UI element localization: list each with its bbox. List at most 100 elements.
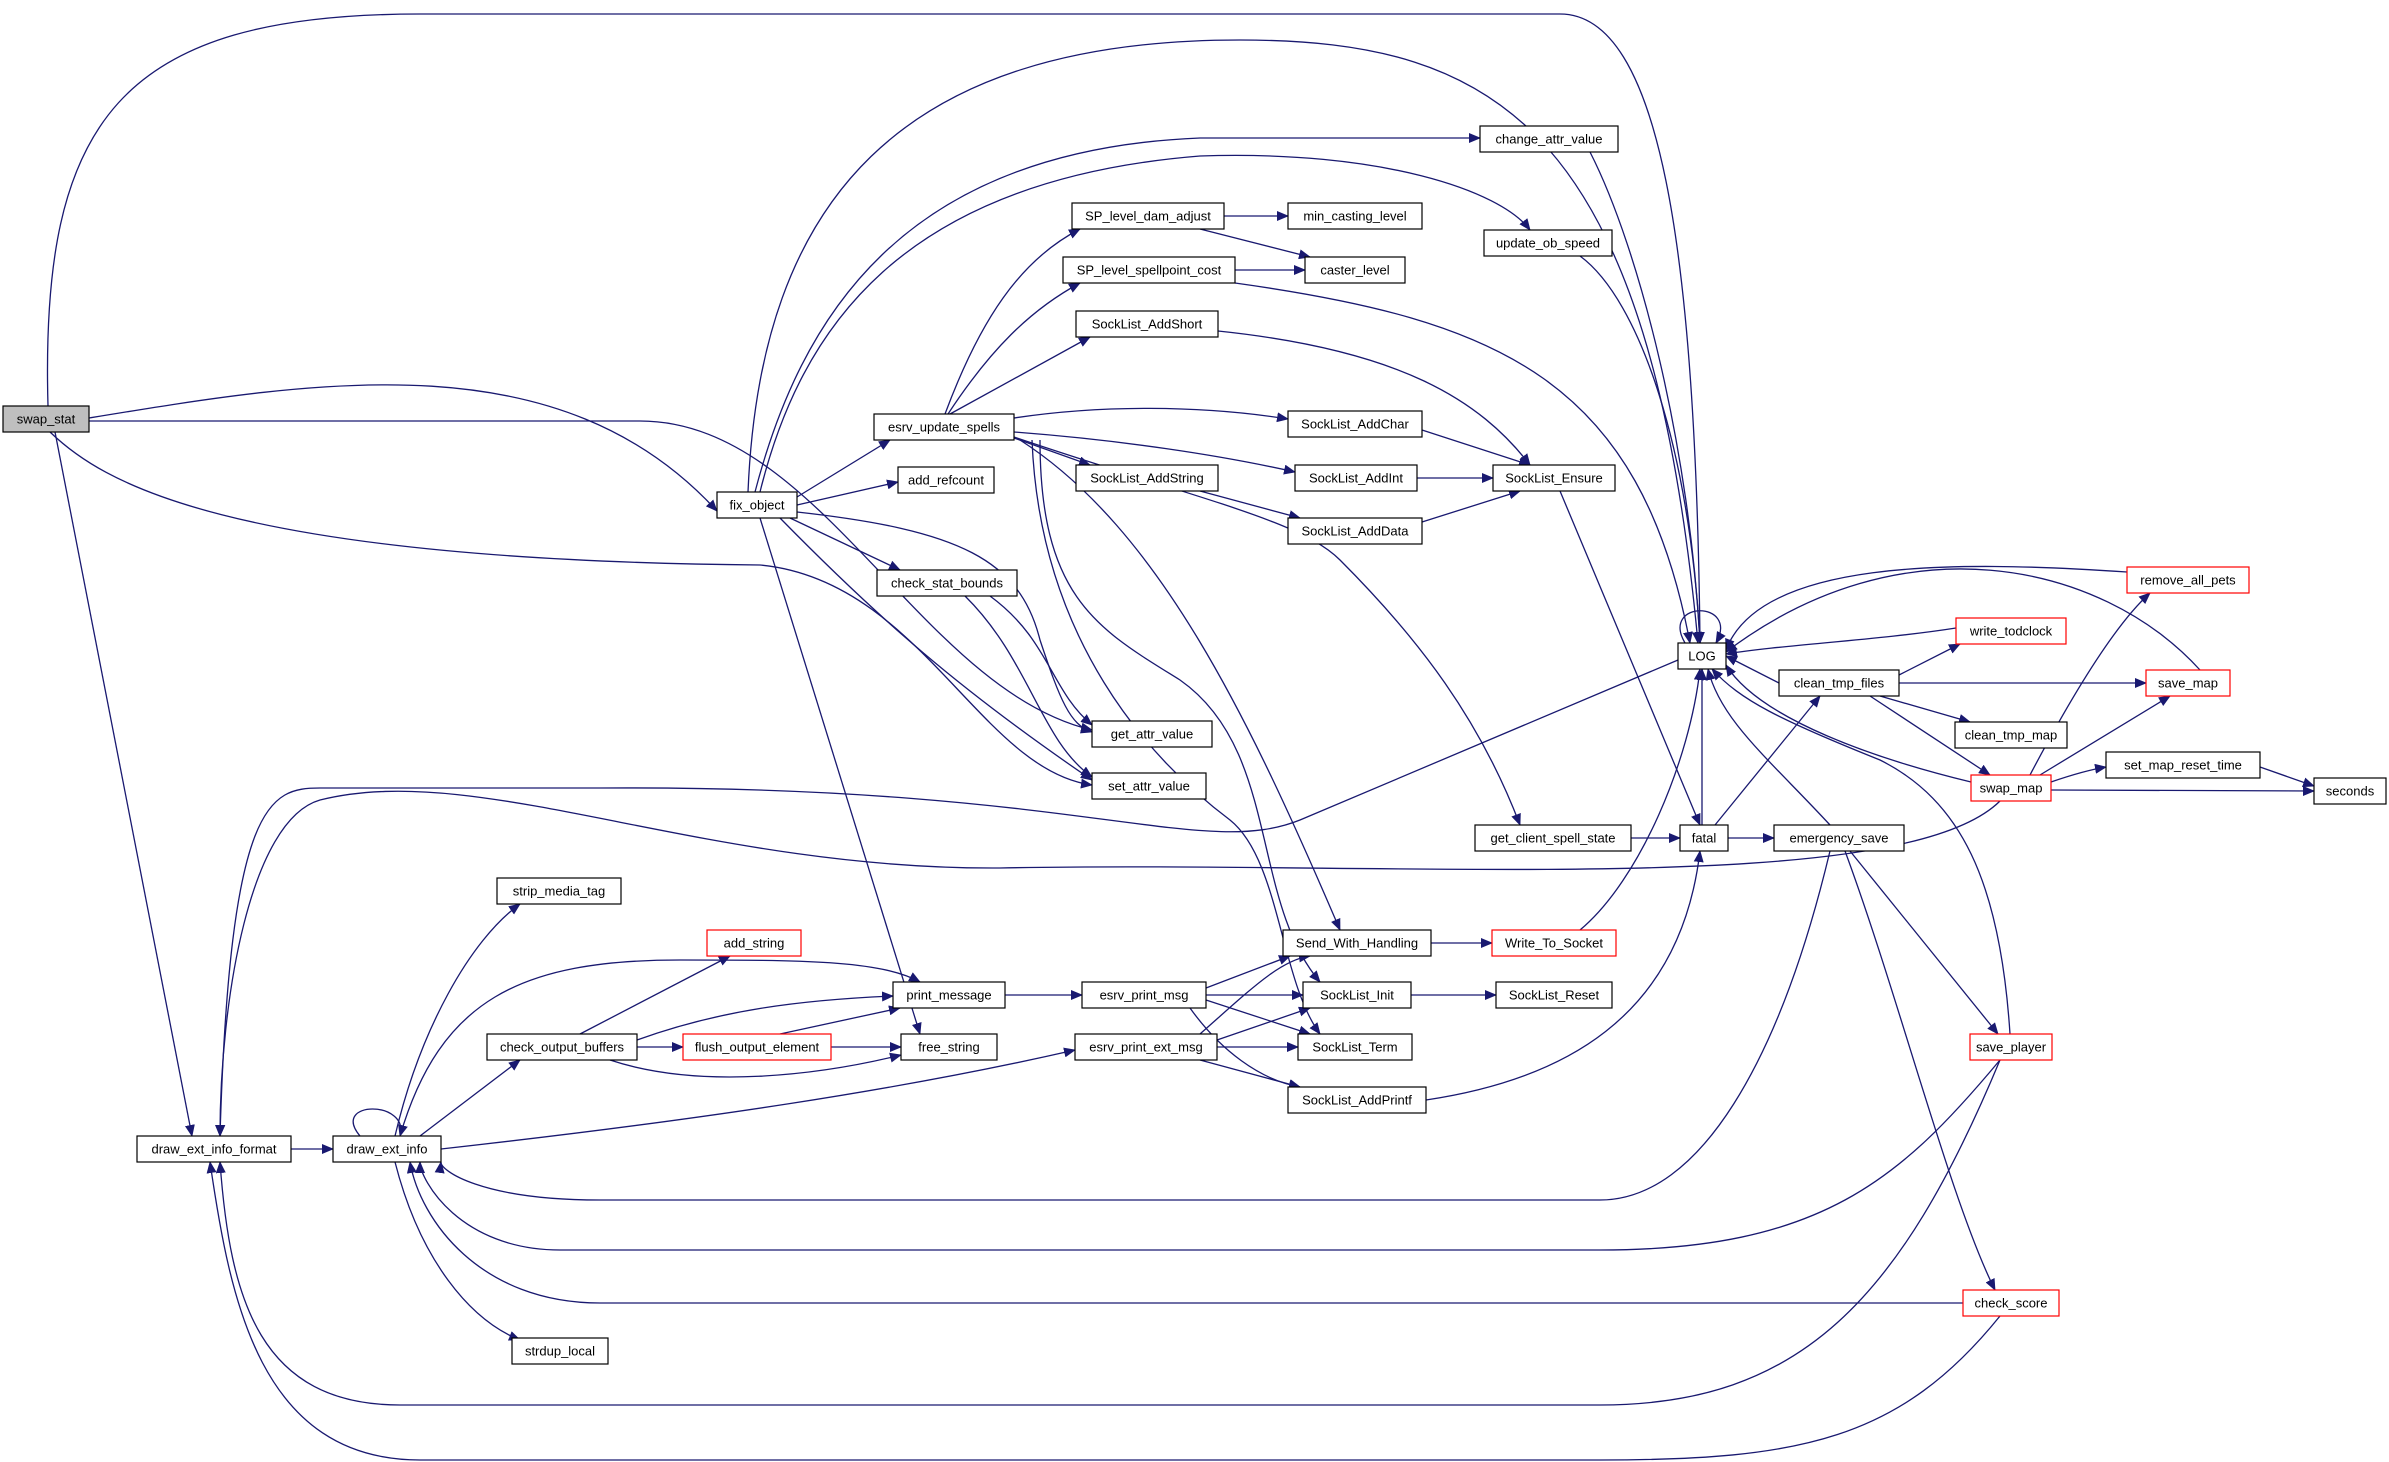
node-draw_ext_info[interactable]: draw_ext_info [332, 1135, 442, 1163]
node-save_player[interactable]: save_player [1969, 1033, 2053, 1061]
node-SockList_AddInt[interactable]: SockList_AddInt [1294, 464, 1418, 492]
node-label: flush_output_element [695, 1040, 820, 1055]
edge-LOG-to-LOG [1679, 610, 1726, 644]
node-label: swap_map [1980, 781, 2043, 796]
node-esrv_print_msg[interactable]: esrv_print_msg [1081, 981, 1207, 1009]
node-SP_level_dam_adjust[interactable]: SP_level_dam_adjust [1071, 202, 1225, 230]
edge-esrv_print_msg-to-Send_With_Handling [1205, 955, 1291, 989]
node-SockList_Term[interactable]: SockList_Term [1297, 1033, 1413, 1061]
node-label: fatal [1692, 831, 1717, 846]
node-box [1495, 981, 1613, 1009]
node-label: update_ob_speed [1496, 236, 1600, 251]
edge-emergency_save-to-LOG [1705, 668, 1831, 826]
edge-save_player-to-draw_ext_info [415, 1059, 2001, 1251]
node-label: check_stat_bounds [891, 576, 1004, 591]
edge-esrv_print_ext_msg-to-Send_With_Handling [1199, 952, 1311, 1035]
node-check_output_buffers[interactable]: check_output_buffers [486, 1033, 638, 1061]
node-SockList_AddData[interactable]: SockList_AddData [1287, 517, 1423, 545]
node-print_message[interactable]: print_message [892, 981, 1006, 1009]
node-check_score[interactable]: check_score [1962, 1289, 2060, 1317]
node-SockList_AddString[interactable]: SockList_AddString [1075, 464, 1219, 492]
edge-draw_ext_info-to-draw_ext_info [352, 1108, 408, 1137]
node-draw_ext_info_format[interactable]: draw_ext_info_format [136, 1135, 292, 1163]
edge-SockList_AddChar-to-SockList_Ensure [1421, 429, 1531, 467]
edge-SockList_AddData-to-SockList_Ensure [1421, 489, 1521, 523]
node-save_map[interactable]: save_map [2145, 669, 2231, 697]
edge-fix_object-to-get_attr_value [796, 511, 1093, 734]
node-box [1778, 669, 1900, 697]
node-emergency_save[interactable]: emergency_save [1773, 824, 1905, 852]
node-fatal[interactable]: fatal [1679, 824, 1729, 852]
node-label: Send_With_Handling [1296, 936, 1418, 951]
node-SockList_AddChar[interactable]: SockList_AddChar [1287, 410, 1423, 438]
node-update_ob_speed[interactable]: update_ob_speed [1483, 229, 1613, 257]
edge-check_score-to-draw_ext_info_format [206, 1161, 2001, 1461]
node-caster_level[interactable]: caster_level [1304, 256, 1406, 284]
node-min_casting_level[interactable]: min_casting_level [1287, 202, 1423, 230]
node-label: SockList_AddChar [1301, 417, 1409, 432]
node-add_refcount[interactable]: add_refcount [897, 466, 995, 494]
node-Write_To_Socket[interactable]: Write_To_Socket [1491, 929, 1617, 957]
node-flush_output_element[interactable]: flush_output_element [682, 1033, 832, 1061]
node-clean_tmp_map[interactable]: clean_tmp_map [1954, 721, 2068, 749]
edge-set_map_reset_time-to-seconds [2259, 766, 2315, 788]
node-write_todclock[interactable]: write_todclock [1955, 617, 2067, 645]
node-box [1062, 256, 1236, 284]
node-label: get_client_spell_state [1490, 831, 1615, 846]
node-label: emergency_save [1790, 831, 1889, 846]
edge-emergency_save-to-draw_ext_info [434, 850, 1831, 1201]
node-free_string[interactable]: free_string [900, 1033, 998, 1061]
node-set_map_reset_time[interactable]: set_map_reset_time [2105, 751, 2261, 779]
edge-esrv_update_spells-to-SP_level_dam_adjust [944, 228, 1081, 415]
node-box [1287, 202, 1423, 230]
node-SockList_AddPrintf[interactable]: SockList_AddPrintf [1287, 1086, 1427, 1114]
node-label: esrv_print_ext_msg [1089, 1040, 1202, 1055]
edge-draw_ext_info-to-strip_media_tag [394, 903, 521, 1137]
node-label: change_attr_value [1496, 132, 1603, 147]
node-get_attr_value[interactable]: get_attr_value [1091, 720, 1213, 748]
node-box [1074, 1033, 1218, 1061]
node-get_client_spell_state[interactable]: get_client_spell_state [1474, 824, 1632, 852]
node-seconds[interactable]: seconds [2313, 777, 2387, 805]
edge-check_output_buffers-to-print_message [636, 991, 894, 1041]
node-clean_tmp_files[interactable]: clean_tmp_files [1778, 669, 1900, 697]
node-box [1492, 464, 1616, 492]
edge-SP_level_spellpoint_cost-to-LOG [1234, 282, 1693, 644]
node-SockList_Reset[interactable]: SockList_Reset [1495, 981, 1613, 1009]
node-box [900, 1033, 998, 1061]
node-box [2126, 566, 2250, 594]
node-SockList_AddShort[interactable]: SockList_AddShort [1075, 310, 1219, 338]
edge-swap_stat-to-draw_ext_info_format [54, 431, 195, 1137]
node-strip_media_tag[interactable]: strip_media_tag [496, 877, 622, 905]
node-label: LOG [1688, 649, 1715, 664]
node-swap_stat[interactable]: swap_stat [2, 405, 90, 433]
node-swap_map[interactable]: swap_map [1970, 774, 2052, 802]
node-LOG[interactable]: LOG [1677, 642, 1727, 670]
node-SockList_Ensure[interactable]: SockList_Ensure [1492, 464, 1616, 492]
node-label: SockList_Init [1320, 988, 1394, 1003]
edge-fix_object-to-change_attr_value [754, 133, 1481, 493]
node-box [706, 929, 802, 957]
node-box [892, 981, 1006, 1009]
node-add_string[interactable]: add_string [706, 929, 802, 957]
node-Send_With_Handling[interactable]: Send_With_Handling [1282, 929, 1432, 957]
edge-SockList_AddShort-to-SockList_Ensure [1217, 330, 1531, 466]
node-set_attr_value[interactable]: set_attr_value [1091, 772, 1207, 800]
node-label: caster_level [1320, 263, 1389, 278]
node-SockList_Init[interactable]: SockList_Init [1302, 981, 1412, 1009]
node-SP_level_spellpoint_cost[interactable]: SP_level_spellpoint_cost [1062, 256, 1236, 284]
node-check_stat_bounds[interactable]: check_stat_bounds [876, 569, 1018, 597]
node-box [1969, 1033, 2053, 1061]
edge-esrv_print_ext_msg-to-SockList_Init [1216, 1006, 1311, 1041]
node-box [1677, 642, 1727, 670]
node-label: SP_level_dam_adjust [1085, 209, 1211, 224]
node-label: SockList_Ensure [1505, 471, 1603, 486]
node-remove_all_pets[interactable]: remove_all_pets [2126, 566, 2250, 594]
node-esrv_update_spells[interactable]: esrv_update_spells [873, 413, 1015, 441]
node-esrv_print_ext_msg[interactable]: esrv_print_ext_msg [1074, 1033, 1218, 1061]
node-box [1970, 774, 2052, 802]
node-change_attr_value[interactable]: change_attr_value [1479, 125, 1619, 153]
node-strdup_local[interactable]: strdup_local [511, 1337, 609, 1365]
node-box [1081, 981, 1207, 1009]
node-fix_object[interactable]: fix_object [716, 491, 798, 519]
